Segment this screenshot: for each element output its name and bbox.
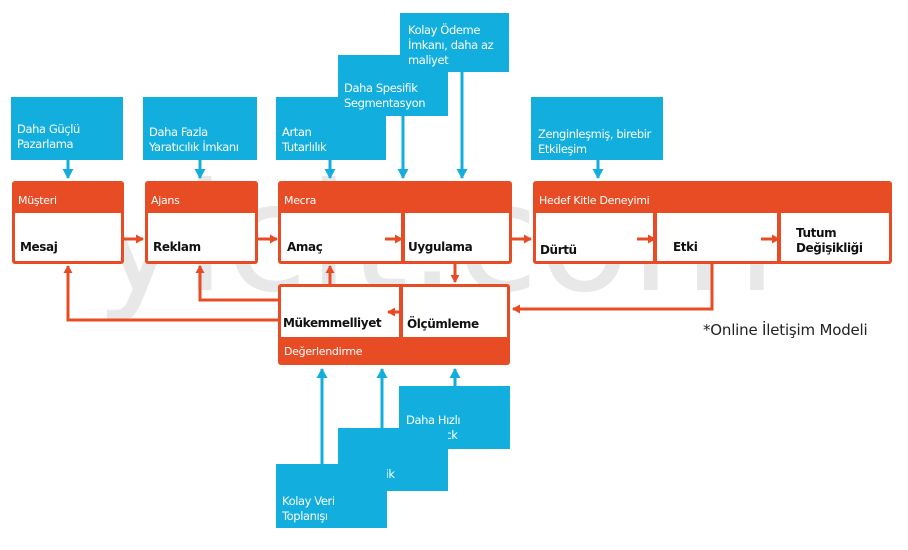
model-caption: *Online İletişim Modeli — [703, 320, 868, 339]
blue-box-veri: Kolay Veri Toplanışı — [276, 464, 387, 528]
blue-connectors — [62, 72, 604, 464]
arrow-degerlendirme-to-ajans — [195, 265, 278, 302]
svg-text:Daha Güçlü: Daha Güçlü — [17, 122, 80, 136]
box-ajans: Ajans Reklam — [145, 181, 258, 264]
svg-text:Tutarlılık: Tutarlılık — [281, 140, 327, 154]
blue-box-tutarlilik: Artan Tutarlılık — [276, 97, 386, 160]
box-musteri-header: Müşteri — [18, 194, 57, 207]
box-hedef-cell-tutum-line1: Tutum — [796, 226, 836, 240]
svg-text:Daha Spesifik: Daha Spesifik — [344, 81, 418, 95]
box-hedef-header: Hedef Kitle Deneyimi — [539, 194, 650, 207]
svg-text:Yaratıcılık İmkanı: Yaratıcılık İmkanı — [148, 139, 239, 154]
box-mecra-cell-amac: Amaç — [287, 240, 323, 254]
box-degerlendirme-cell-mukemmelliyet: Mükemmelliyet — [283, 316, 382, 330]
box-degerlendirme: Mükemmelliyet Ölçümleme Değerlendirme — [278, 284, 510, 365]
box-hedef-cell-tutum-line2: Değişikliği — [796, 241, 863, 255]
svg-text:Segmentasyon: Segmentasyon — [344, 96, 425, 110]
box-mecra: Mecra Amaç Uygulama — [278, 181, 512, 264]
svg-text:maliyet: maliyet — [408, 53, 449, 67]
blue-box-odeme: Kolay Ödeme İmkanı, daha az maliyet — [400, 13, 509, 72]
svg-text:Pazarlama: Pazarlama — [17, 137, 73, 151]
box-mecra-cell-uygulama: Uygulama — [408, 240, 473, 254]
box-ajans-header: Ajans — [151, 194, 180, 207]
box-hedef-cell-durtu: Dürtü — [540, 243, 577, 257]
box-mecra-header: Mecra — [284, 194, 316, 207]
svg-text:İmkanı, daha az: İmkanı, daha az — [408, 37, 494, 52]
orange-connectors — [63, 234, 714, 322]
box-degerlendirme-cell-olcumleme: Ölçümleme — [407, 316, 479, 331]
svg-text:Daha Hızlı: Daha Hızlı — [406, 413, 460, 427]
blue-box-yaraticilik: Daha Fazla Yaratıcılık İmkanı — [143, 97, 257, 160]
arrow-hedef-to-olcumleme — [512, 264, 714, 314]
svg-text:Toplanışı: Toplanışı — [281, 509, 328, 523]
box-musteri: Müşteri Mesaj — [12, 181, 124, 264]
box-hedef-cell-etki: Etki — [673, 240, 698, 254]
svg-text:Artan: Artan — [282, 125, 312, 139]
svg-text:Daha Fazla: Daha Fazla — [149, 125, 208, 139]
box-degerlendirme-footer: Değerlendirme — [284, 345, 363, 358]
box-ajans-cell: Reklam — [153, 240, 201, 254]
svg-text:Zenginleşmiş, birebir: Zenginleşmiş, birebir — [538, 127, 652, 141]
svg-text:Kolay Veri: Kolay Veri — [282, 494, 335, 508]
box-hedef-kitle: Hedef Kitle Deneyimi Dürtü Etki Tutum De… — [533, 181, 892, 264]
blue-box-pazarlama: Daha Güçlü Pazarlama — [11, 97, 123, 160]
arrow-degerlendirme-to-musteri — [63, 265, 278, 322]
svg-text:Kolay Ödeme: Kolay Ödeme — [408, 21, 480, 37]
blue-box-etkilesim: Zenginleşmiş, birebir Etkileşim — [531, 97, 663, 160]
box-musteri-cell: Mesaj — [20, 240, 58, 254]
svg-text:Etkileşim: Etkileşim — [538, 142, 587, 156]
